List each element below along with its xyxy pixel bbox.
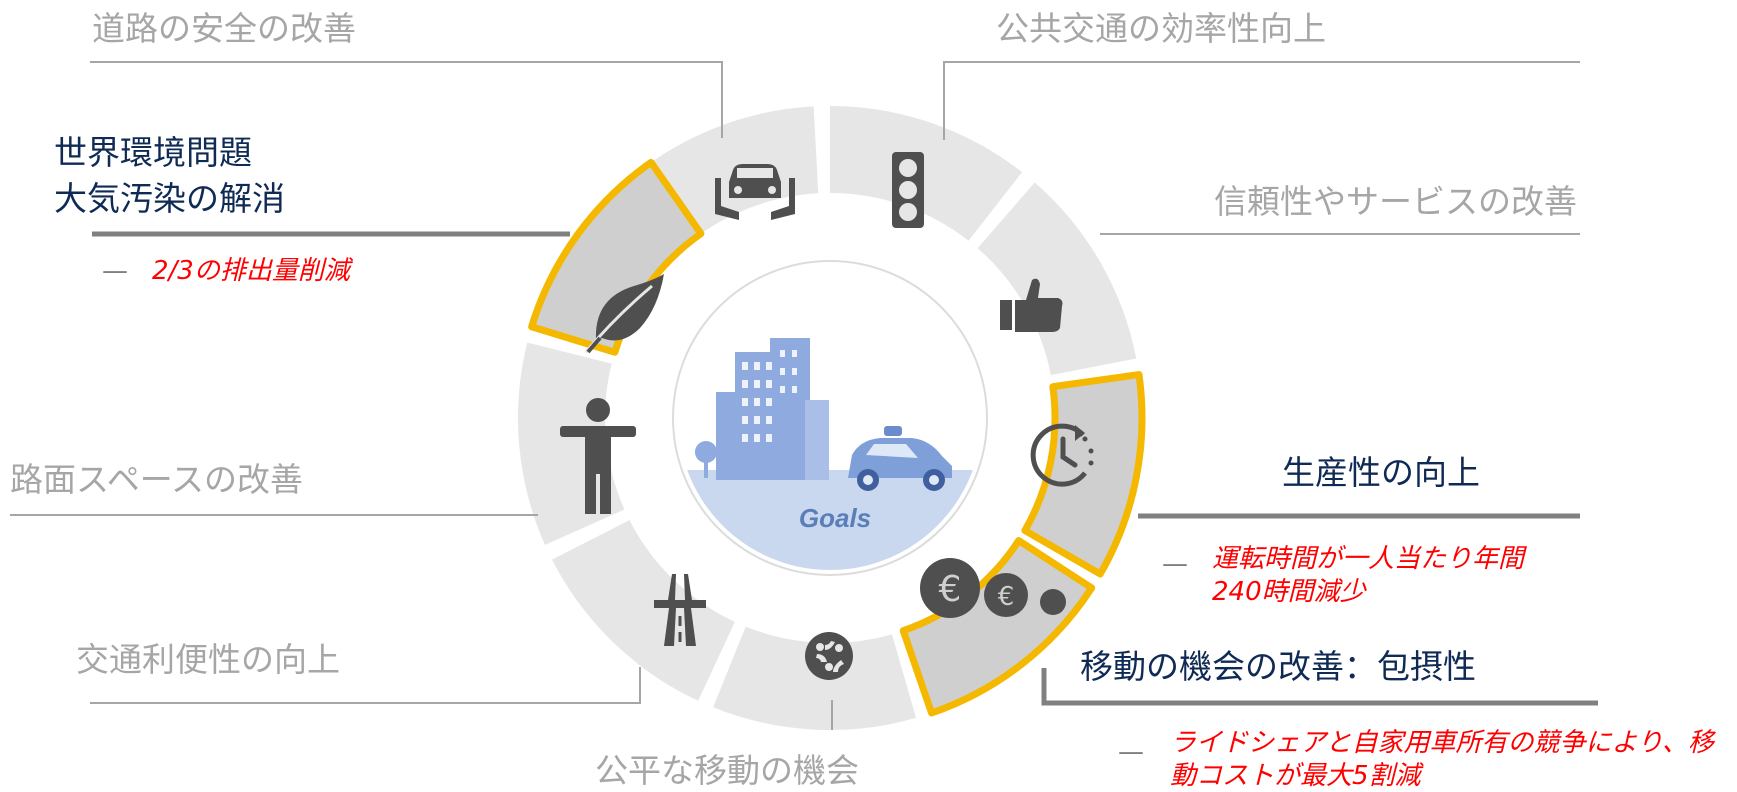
bullet-dash: — bbox=[1162, 549, 1188, 579]
goal-label-productivity: 生産性の向上 bbox=[1282, 453, 1480, 492]
segment-road-space[interactable] bbox=[518, 342, 625, 545]
goal-label-convenience: 交通利便性の向上 bbox=[76, 640, 340, 679]
thumbs-up-icon bbox=[1000, 278, 1063, 332]
car-in-hands-icon bbox=[715, 164, 795, 220]
goal-label-equitable-mobility: 公平な移動の機会 bbox=[595, 751, 859, 790]
goal-note-productivity: 運転時間が一人当たり年間240時間減少 bbox=[1212, 544, 1525, 607]
euro-coins-icon: € € bbox=[920, 558, 1066, 618]
goal-label-reliability: 信頼性やサービスの改善 bbox=[1214, 182, 1577, 221]
segment-equitable-mobility[interactable] bbox=[713, 626, 916, 731]
highway-icon bbox=[654, 574, 706, 646]
clock-icon bbox=[1030, 423, 1094, 487]
selected-underlines bbox=[92, 231, 1598, 706]
inclusion-circle-icon bbox=[805, 632, 853, 680]
segment-reliability[interactable] bbox=[977, 182, 1137, 376]
segment-mobility-inclusion[interactable] bbox=[899, 537, 1096, 717]
goal-label-environment-line2: 大気汚染の解消 bbox=[54, 179, 285, 218]
goal-label-road-space: 路面スペースの改善 bbox=[10, 460, 304, 499]
traffic-light-icon bbox=[892, 152, 924, 228]
person-figure-icon bbox=[560, 398, 636, 514]
svg-text:€: € bbox=[939, 569, 962, 610]
goal-label-mobility-inclusion: 移動の機会の改善：包摂性 bbox=[1080, 647, 1476, 686]
goal-label-transit-efficiency: 公共交通の効率性向上 bbox=[996, 9, 1326, 48]
autonomous-car-icon bbox=[848, 426, 952, 491]
bullet-dash: — bbox=[102, 256, 128, 286]
goal-note-environment: 2/3の排出量削減 bbox=[152, 256, 350, 286]
segment-transit-efficiency[interactable] bbox=[830, 106, 1023, 241]
leaf-icon bbox=[584, 274, 664, 354]
goal-label-environment-line1: 世界環境問題 bbox=[54, 133, 252, 172]
goal-label-road-safety: 道路の安全の改善 bbox=[92, 9, 356, 48]
svg-text:€: € bbox=[998, 582, 1015, 612]
goal-note-mobility-inclusion: ライドシェアと自家用車所有の競争により、移動コストが最大5割減 bbox=[1170, 728, 1714, 791]
connector-lines bbox=[10, 61, 1580, 730]
segment-convenience[interactable] bbox=[552, 520, 735, 701]
goals-center-label: Goals bbox=[799, 503, 871, 533]
city-building-icon bbox=[716, 338, 829, 480]
goals-center: Goals bbox=[672, 260, 988, 576]
bullet-dash: — bbox=[1118, 737, 1144, 767]
